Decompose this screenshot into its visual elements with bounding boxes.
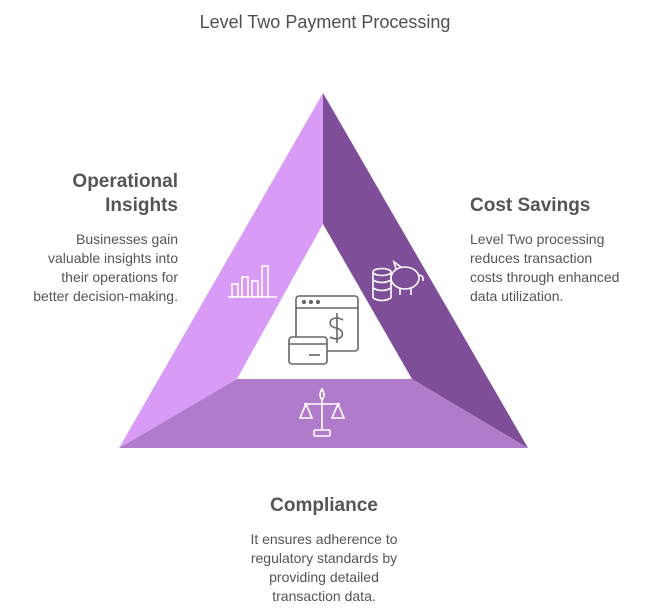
description-line: transaction data. [272,588,376,604]
cost-savings-segment [323,93,528,448]
description-line: providing detailed [269,569,379,585]
bar-chart-icon [228,265,277,298]
operational-insights-segment [119,93,323,448]
description-line: regulatory standards by [250,550,398,566]
description-line: Businesses gain [76,231,178,247]
description-line: better decision-making. [33,288,178,304]
balance-scale-icon [298,387,346,437]
description-line: Level Two processing [470,231,605,247]
cost-savings-description: Level Two processing reduces transaction… [470,230,655,306]
description-line: data utilization. [470,288,564,304]
compliance-heading: Compliance [270,495,378,516]
description-line: costs through enhanced [470,269,620,285]
description-line: valuable insights into [48,250,178,266]
description-line: It ensures adherence to [250,531,398,547]
description-line: reduces transaction [470,250,593,266]
operational-insights-description: Businesses gain valuable insights into t… [0,230,178,306]
payment-card-dollar-icon [288,295,359,365]
piggy-bank-coins-icon [372,260,424,302]
compliance-segment [119,379,528,448]
heading-line: Operational [72,171,178,192]
operational-insights-heading: Operational Insights [0,170,178,218]
heading-line: Insights [105,195,178,216]
diagram-title: Level Two Payment Processing [199,12,451,32]
cost-savings-heading: Cost Savings [470,195,591,216]
description-line: their operations for [61,269,178,285]
compliance-description: It ensures adherence to regulatory stand… [212,530,436,606]
